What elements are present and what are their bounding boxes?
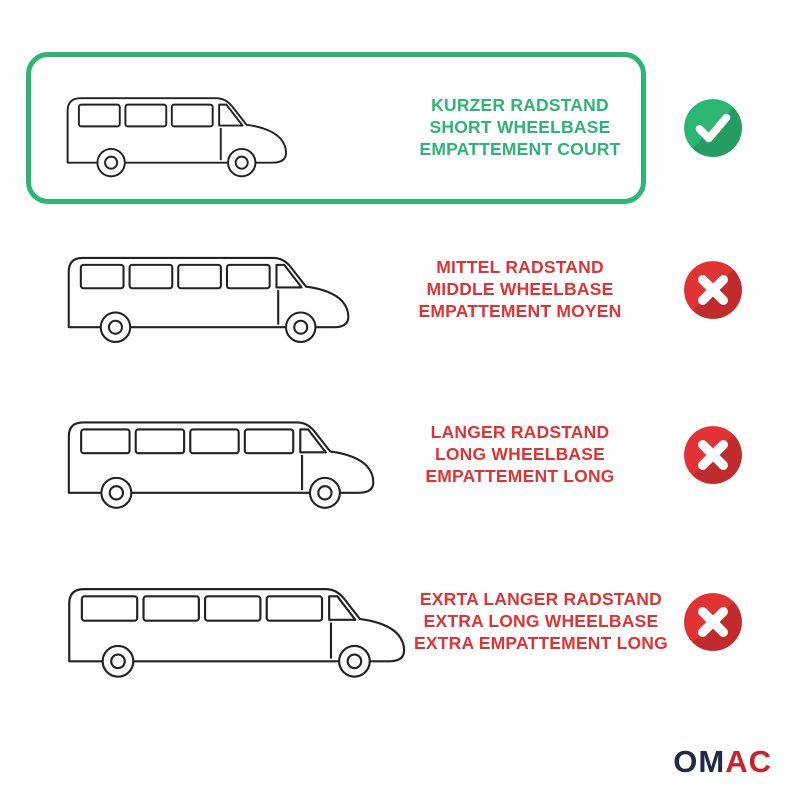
logo-part-om: OM <box>673 744 726 779</box>
label-line-en: EXTRA LONG WHEELBASE <box>423 611 659 632</box>
label-line-de: EXRTA LANGER RADSTAND <box>419 589 662 610</box>
label-line-en: MIDDLE WHEELBASE <box>426 279 614 300</box>
van-illustration-long <box>53 396 405 514</box>
van-illustration-extra-long <box>53 562 414 683</box>
omac-logo: OMAC <box>673 744 772 780</box>
option-box: EXRTA LANGER RADSTAND EXTRA LONG WHEELBA… <box>26 546 668 698</box>
option-box: LANGER RADSTAND LONG WHEELBASE EMPATTEME… <box>26 379 646 531</box>
label-line-de: MITTEL RADSTAND <box>436 257 604 278</box>
option-row-long-wheelbase: LANGER RADSTAND LONG WHEELBASE EMPATTEME… <box>0 375 800 535</box>
label-line-fr: EMPATTEMENT MOYEN <box>418 300 622 321</box>
option-row-extra-long-wheelbase: EXRTA LANGER RADSTAND EXTRA LONG WHEELBA… <box>0 542 800 702</box>
option-label-long: LANGER RADSTAND LONG WHEELBASE EMPATTEME… <box>405 422 635 487</box>
label-line-de: KURZER RADSTAND <box>431 95 609 116</box>
label-line-en: SHORT WHEELBASE <box>429 117 611 138</box>
van-drawing <box>66 97 287 178</box>
label-line-fr: EMPATTEMENT COURT <box>419 138 621 159</box>
van-drawing <box>67 421 375 509</box>
x-icon <box>682 591 744 653</box>
selected-option-box: KURZER RADSTAND SHORT WHEELBASE EMPATTEM… <box>26 52 646 204</box>
label-line-fr: EXTRA EMPATTEMENT LONG <box>414 632 668 653</box>
label-line-en: LONG WHEELBASE <box>434 444 606 465</box>
van-illustration-middle <box>53 232 405 348</box>
label-line-fr: EMPATTEMENT LONG <box>425 465 615 486</box>
option-row-middle-wheelbase: MITTEL RADSTAND MIDDLE WHEELBASE EMPATTE… <box>0 210 800 370</box>
option-box: MITTEL RADSTAND MIDDLE WHEELBASE EMPATTE… <box>26 214 646 366</box>
check-icon <box>682 97 744 159</box>
van-drawing <box>68 587 406 678</box>
option-label-middle: MITTEL RADSTAND MIDDLE WHEELBASE EMPATTE… <box>405 257 635 322</box>
x-icon <box>682 424 744 486</box>
van-illustration-short <box>53 74 405 182</box>
logo-part-ac: AC <box>725 744 772 779</box>
option-row-short-wheelbase: KURZER RADSTAND SHORT WHEELBASE EMPATTEM… <box>0 48 800 208</box>
option-label-extra-long: EXRTA LANGER RADSTAND EXTRA LONG WHEELBA… <box>414 589 668 654</box>
van-drawing <box>67 256 350 343</box>
option-label-short: KURZER RADSTAND SHORT WHEELBASE EMPATTEM… <box>405 95 635 160</box>
label-line-de: LANGER RADSTAND <box>430 422 610 443</box>
x-icon <box>682 259 744 321</box>
